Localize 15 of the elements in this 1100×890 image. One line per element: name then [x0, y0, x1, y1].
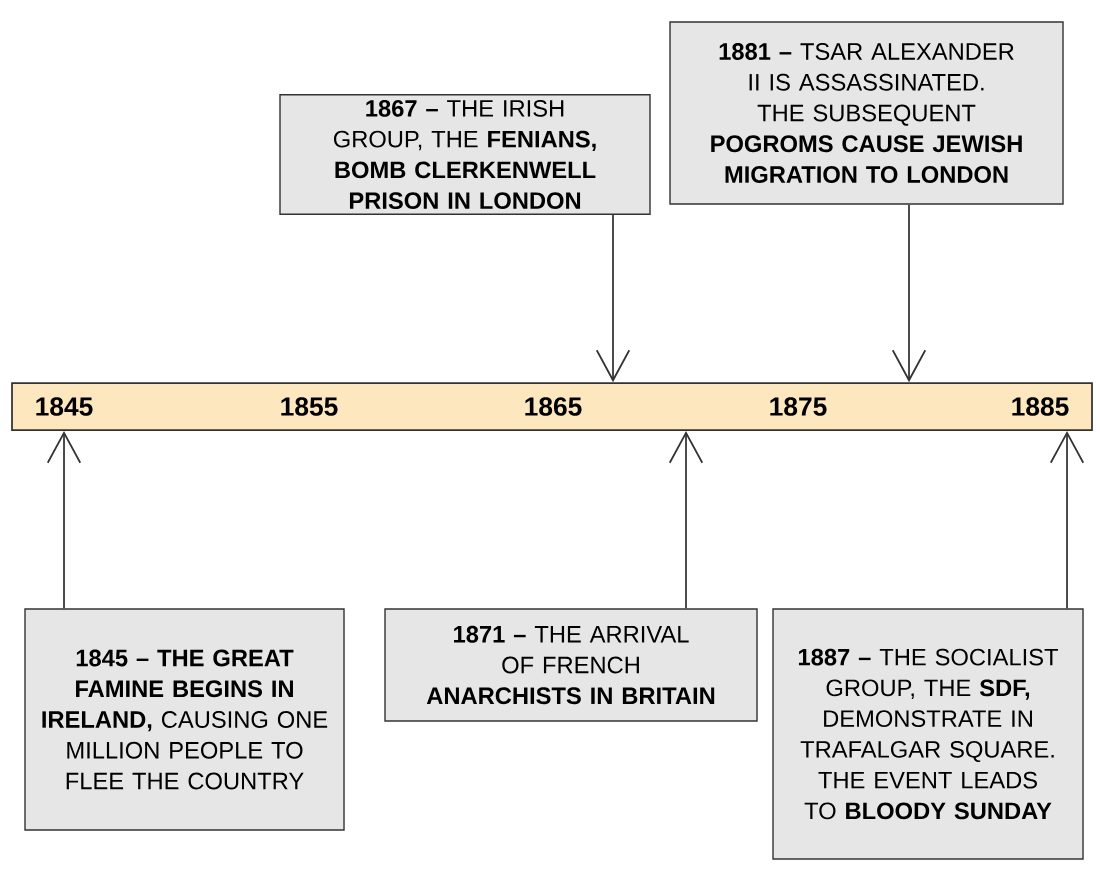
year-label: 1875	[770, 397, 827, 416]
arrow	[595, 214, 631, 383]
event-box: 1871 – THE ARRIVAL OF FRENCH ANARCHISTS IN BRITAIN	[384, 608, 758, 722]
event-box: 1845 – THE GREAT FAMINE BEGINS IN IRELAND, CAUSING ONE MILLION PEOPLE TO FLEE THE COUNTRY	[24, 608, 345, 831]
event-box: 1867 – THE IRISH GROUP, THE FENIANS, BOMB CLERKENWELL PRISON IN LONDON	[279, 94, 651, 215]
year-label: 1865	[525, 397, 582, 416]
event-box: 1881 – TSAR ALEXANDER II IS ASSASSINATED. THE SUBSEQUENT POGROMS CAUSE JEWISH MIGRATION TO LONDON	[669, 21, 1064, 205]
event-box: 1887 – THE SOCIALIST GROUP, THE SDF, DEMONSTRATE IN TRAFALGAR SQUARE. THE EVENT LEADS TO BLOODY SUNDAY	[772, 608, 1084, 860]
arrow	[668, 430, 704, 610]
arrow	[1049, 430, 1085, 610]
arrow	[46, 430, 82, 610]
year-label: 1885	[1012, 397, 1069, 416]
arrow	[891, 203, 927, 383]
year-label: 1855	[281, 397, 338, 416]
year-label: 1845	[36, 397, 93, 416]
